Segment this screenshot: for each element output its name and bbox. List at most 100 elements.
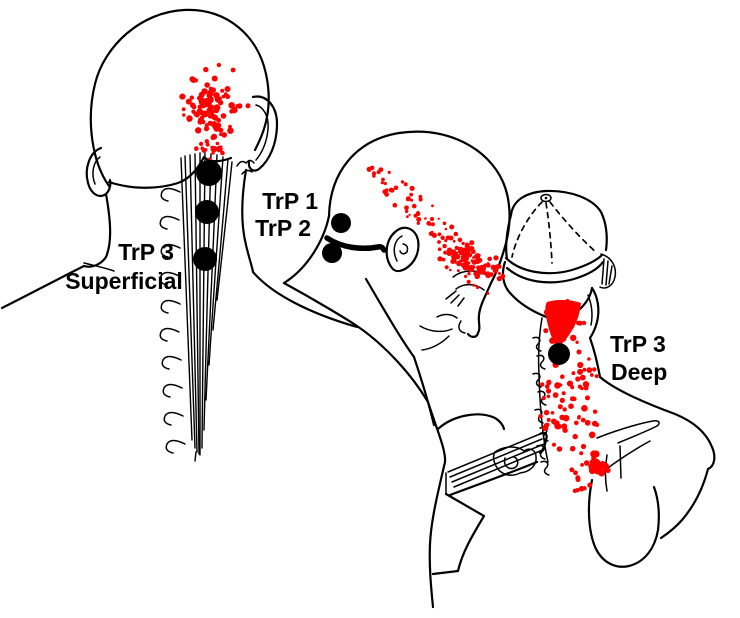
pain-dot	[558, 383, 563, 387]
pain-dot	[559, 414, 565, 421]
pain-dot	[208, 157, 212, 161]
pain-dot	[580, 463, 584, 467]
hand-holding-book	[492, 446, 537, 476]
pain-dot	[227, 127, 234, 134]
shoulder-slope	[598, 375, 716, 471]
pain-dot	[561, 391, 566, 396]
splenius-muscle-fibers	[180, 152, 233, 462]
pain-dot	[592, 460, 596, 465]
left-shoulder-accent	[83, 262, 115, 272]
cap-seam-center	[545, 202, 553, 264]
pain-dot	[577, 361, 584, 369]
pain-dot	[218, 127, 224, 133]
pain-dot	[458, 249, 462, 254]
pain-dot	[380, 181, 384, 185]
pain-dot	[220, 113, 227, 119]
label-trp3-deep-line1: TrP 3	[610, 331, 666, 357]
pain-dot	[196, 95, 202, 101]
pain-dot	[228, 102, 235, 109]
pain-dot	[575, 477, 581, 483]
pain-dot	[451, 251, 456, 256]
pain-dot	[431, 232, 437, 238]
pain-dot	[543, 328, 549, 334]
axilla-fold-2	[604, 454, 608, 492]
pain-dot	[543, 423, 548, 428]
pain-dot	[538, 414, 543, 419]
pain-dot	[543, 409, 550, 416]
pain-dot	[592, 367, 597, 372]
pain-dot	[589, 433, 595, 439]
cap-crown	[509, 189, 608, 252]
pain-dot	[466, 279, 471, 284]
pain-dot	[219, 132, 223, 137]
pain-dot	[442, 243, 447, 249]
pain-dot	[384, 192, 389, 197]
pain-dot	[467, 271, 471, 276]
pain-dot	[454, 245, 459, 250]
cap-seam-left	[511, 201, 543, 258]
pain-dot	[556, 446, 563, 452]
pain-dot	[384, 188, 389, 193]
pain-dot	[570, 334, 577, 342]
pain-dot	[406, 215, 409, 219]
pain-dot	[195, 127, 202, 134]
pain-dot	[206, 101, 211, 106]
pain-dot	[572, 433, 578, 440]
pain-dot	[579, 374, 586, 381]
pain-dot	[464, 274, 468, 278]
forearm	[431, 492, 486, 576]
pain-dot	[575, 340, 579, 344]
pain-dot	[575, 376, 581, 382]
pain-dot	[467, 252, 473, 258]
back-arm-right	[659, 467, 710, 540]
pain-dot	[181, 107, 186, 112]
pain-dot	[487, 256, 493, 262]
cap-band-top	[504, 253, 604, 275]
pain-dot	[190, 77, 197, 83]
pain-dot	[472, 283, 476, 287]
pain-dot	[587, 357, 591, 361]
pain-dot	[383, 181, 387, 186]
shoulder-arc	[436, 413, 506, 431]
pain-dot	[592, 409, 598, 414]
pain-dot	[576, 349, 582, 355]
trigger-point-trp3-deep	[548, 343, 570, 365]
crown-outline	[327, 130, 511, 285]
figure-posterior-cap	[501, 189, 716, 568]
pain-dot	[191, 104, 197, 110]
pain-dot	[546, 417, 551, 422]
pain-dot	[179, 93, 186, 100]
pain-dot	[598, 469, 605, 477]
pain-dot	[568, 403, 574, 410]
pain-nape-patch-right-figure	[545, 299, 581, 348]
pain-dot	[427, 222, 432, 226]
pain-occiput-left-figure	[179, 62, 251, 153]
right-ear-inner	[255, 104, 269, 161]
pain-dot	[486, 262, 490, 266]
pain-dot	[577, 384, 583, 389]
jaw-cheek-line	[364, 277, 416, 359]
pain-dot	[429, 216, 435, 222]
book	[445, 431, 548, 497]
axilla-fold-1	[619, 445, 622, 479]
pain-dot	[552, 392, 559, 398]
pain-dot	[197, 104, 203, 110]
pain-dot	[460, 246, 463, 250]
pain-dot	[186, 117, 192, 122]
front-neck-chest	[412, 355, 436, 427]
pain-dot	[496, 276, 502, 282]
pain-dot	[245, 103, 251, 109]
pain-dot	[476, 265, 481, 270]
pain-dot	[583, 385, 589, 391]
trigger-point-superficial-upper	[196, 160, 222, 186]
label-trp2: TrP 2	[255, 215, 311, 241]
pain-dot	[225, 94, 231, 100]
pain-dot	[416, 216, 422, 222]
pain-dot	[208, 86, 213, 91]
pain-dot	[483, 263, 488, 268]
pain-dot	[220, 150, 225, 156]
vertebrae-hooks	[159, 187, 186, 454]
pain-dot	[208, 98, 213, 103]
upper-lip	[436, 313, 458, 319]
